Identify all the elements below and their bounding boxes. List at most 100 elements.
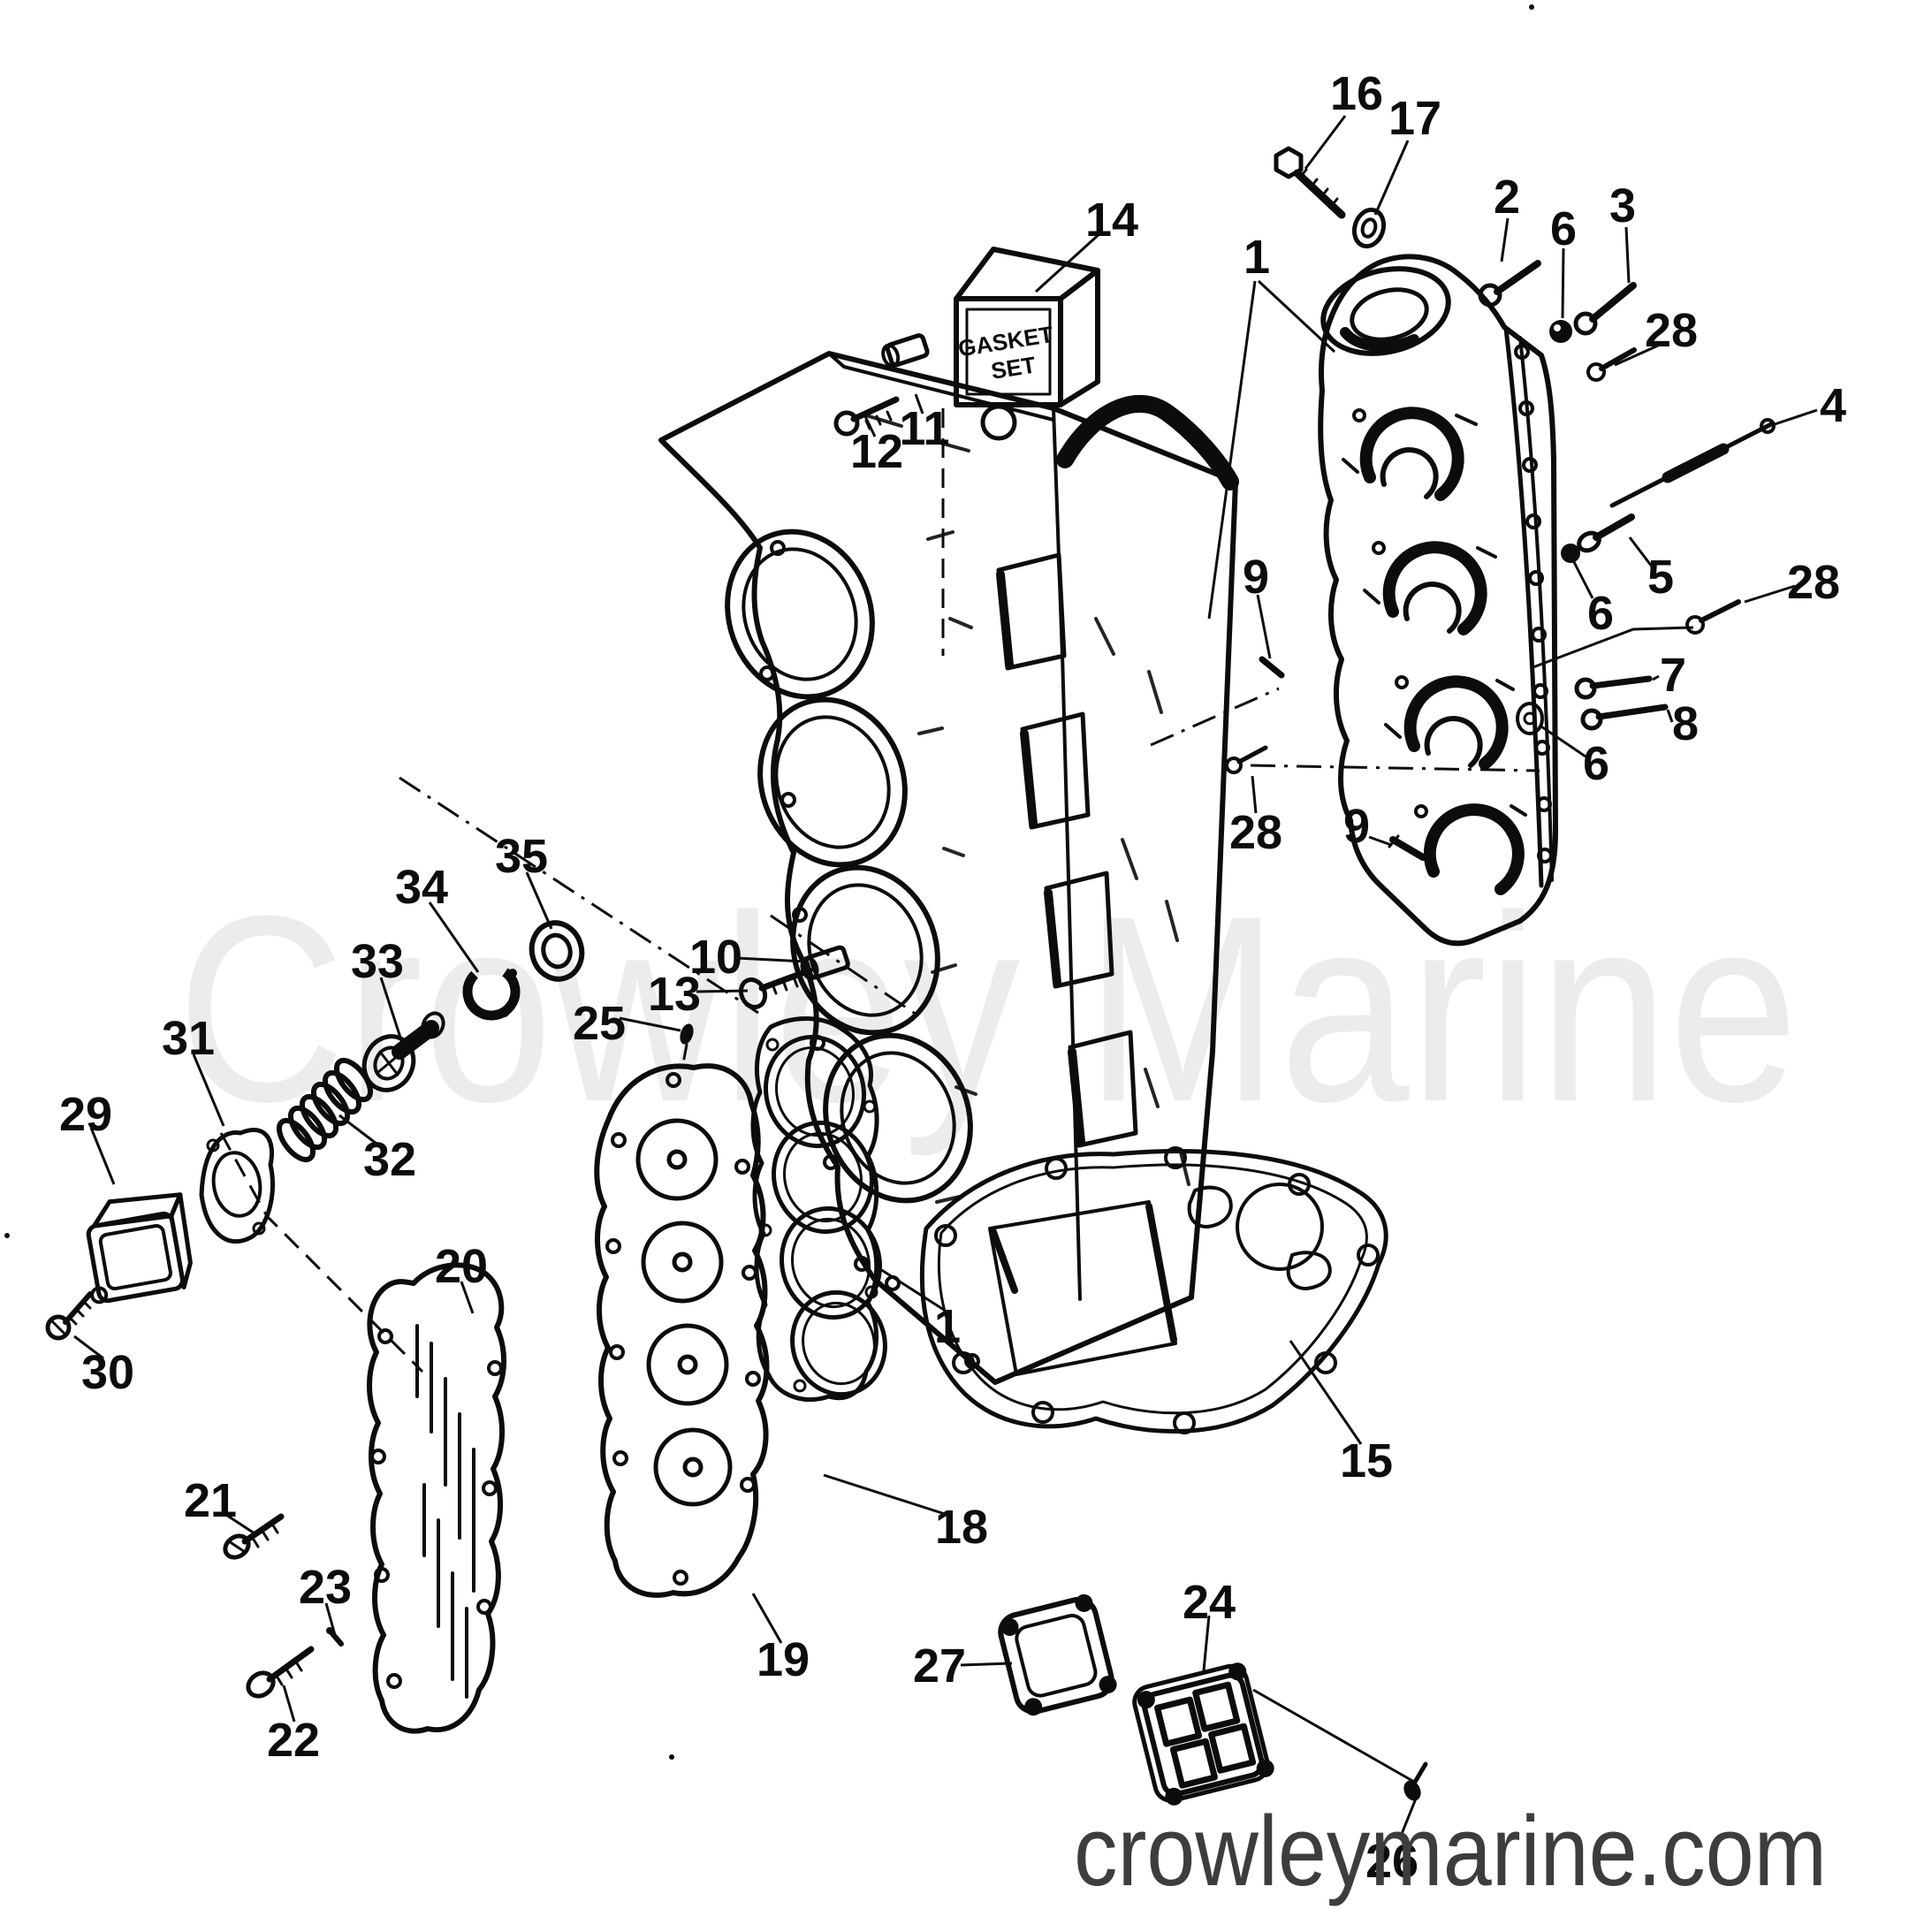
callout-28: 28 — [1229, 806, 1282, 859]
callout-leader-line — [1257, 279, 1336, 354]
nut-6-middle — [1561, 544, 1580, 563]
callout-21: 21 — [184, 1474, 237, 1527]
callout-leader-line — [735, 956, 807, 963]
stud-4 — [1609, 418, 1776, 508]
callout-leader-line — [428, 901, 480, 973]
callout-leader-line — [1652, 674, 1660, 681]
poppet-valve-33 — [361, 1011, 445, 1092]
callout-leader-line — [460, 1281, 475, 1314]
install-path-line — [1530, 626, 1694, 670]
callout-9: 9 — [1343, 800, 1370, 853]
callout-leader-line — [282, 1685, 296, 1723]
alignment-guides — [219, 408, 1694, 1784]
callout-1: 1 — [1244, 231, 1270, 284]
callout-33: 33 — [351, 935, 404, 988]
callout-20: 20 — [435, 1240, 488, 1293]
callout-leader-line — [1289, 1340, 1363, 1445]
print-speck — [1529, 4, 1534, 10]
alignment-guide-line — [770, 914, 920, 1018]
pin-25 — [680, 1023, 694, 1061]
callout-leader-line — [823, 1473, 946, 1516]
callout-24: 24 — [1183, 1576, 1236, 1629]
callout-leader-line — [914, 393, 924, 415]
callout-leader-line — [1256, 594, 1272, 659]
alignment-guide-line — [1150, 687, 1280, 747]
dowel-pin-11 — [881, 333, 930, 369]
callout-leader-line — [1628, 536, 1654, 567]
callout-leader-line — [1500, 217, 1510, 262]
exhaust-plate-20 — [367, 1262, 506, 1734]
callout-leader-line — [1304, 115, 1347, 170]
callout-10: 10 — [689, 931, 742, 984]
screw-26 — [1403, 1761, 1428, 1801]
callout-5: 5 — [1647, 551, 1674, 604]
callout-leader-line — [525, 871, 553, 930]
callout-25: 25 — [573, 997, 626, 1050]
callout-6: 6 — [1550, 202, 1577, 255]
callout-14: 14 — [1085, 194, 1138, 247]
callout-27: 27 — [913, 1639, 966, 1692]
print-speck — [669, 1754, 674, 1760]
screw-21 — [223, 1513, 285, 1560]
callout-28: 28 — [1787, 556, 1840, 609]
alignment-guide-line — [1250, 764, 1540, 772]
callout-leader-line — [1572, 561, 1594, 599]
callout-23: 23 — [299, 1561, 352, 1614]
callout-leader-line — [960, 1662, 1013, 1667]
callout-3: 3 — [1609, 179, 1636, 232]
spring-32 — [276, 1058, 374, 1162]
callout-leader-line — [1774, 408, 1818, 426]
watermark-text: Crowley Marine — [177, 860, 1799, 1159]
callout-1: 1 — [934, 1300, 961, 1353]
callout-leader-line — [1207, 280, 1257, 620]
screw-30 — [45, 1291, 93, 1341]
alignment-guide-line — [219, 1132, 424, 1373]
pin-23 — [326, 1627, 344, 1647]
alignment-guide-line — [399, 776, 759, 1015]
crankcase-half-drawing — [1318, 254, 1558, 947]
callout-leader-line — [751, 1593, 783, 1644]
callout-leader-line — [1202, 1615, 1211, 1671]
callout-19: 19 — [757, 1633, 810, 1686]
callout-leader-line — [1251, 775, 1258, 814]
callout-leader-line — [696, 989, 749, 993]
callout-6: 6 — [1583, 737, 1609, 790]
bolt-2 — [1478, 260, 1541, 308]
callout-15: 15 — [1340, 1434, 1393, 1487]
callout-leader-line — [619, 1016, 681, 1032]
site-watermark-text: crowleymarine.com — [1074, 1796, 1827, 1906]
bolt-7 — [1574, 675, 1653, 700]
gasket-box-label-line2: SET — [989, 351, 1038, 384]
head-gasket-18 — [750, 1016, 887, 1402]
callout-32: 32 — [363, 1133, 416, 1186]
callout-leader-line — [1368, 835, 1392, 847]
callout-leader-line — [338, 1114, 377, 1145]
pin-9-upper — [1259, 656, 1285, 679]
reed-block-24 — [1132, 1662, 1274, 1806]
callout-leader-line — [862, 412, 877, 437]
reed-gasket-27 — [998, 1594, 1117, 1716]
callout-26: 26 — [1365, 1835, 1418, 1888]
bolt-5 — [1577, 513, 1635, 553]
bolt-28-right — [1685, 599, 1741, 635]
bolt-8 — [1580, 704, 1669, 731]
callout-leader-line — [1744, 584, 1796, 604]
washer-17 — [1351, 207, 1387, 249]
callout-leader-line — [1666, 709, 1674, 723]
bolt-28-top — [1586, 347, 1637, 382]
callout-29: 29 — [59, 1088, 112, 1141]
bolt-13 — [738, 967, 813, 1010]
callout-8: 8 — [1672, 697, 1699, 750]
callout-leader-line — [89, 1127, 116, 1185]
callout-16: 16 — [1330, 67, 1383, 120]
callout-31: 31 — [162, 1012, 215, 1065]
callout-6: 6 — [1587, 587, 1614, 640]
callout-leader-line — [324, 1602, 337, 1636]
callout-2: 2 — [1494, 171, 1520, 224]
callout-leader-line — [1398, 1798, 1418, 1839]
callout-leader-line — [879, 1267, 945, 1312]
bolt-3 — [1573, 282, 1637, 336]
callout-leader-line — [1624, 226, 1631, 284]
callout-9: 9 — [1243, 551, 1269, 604]
